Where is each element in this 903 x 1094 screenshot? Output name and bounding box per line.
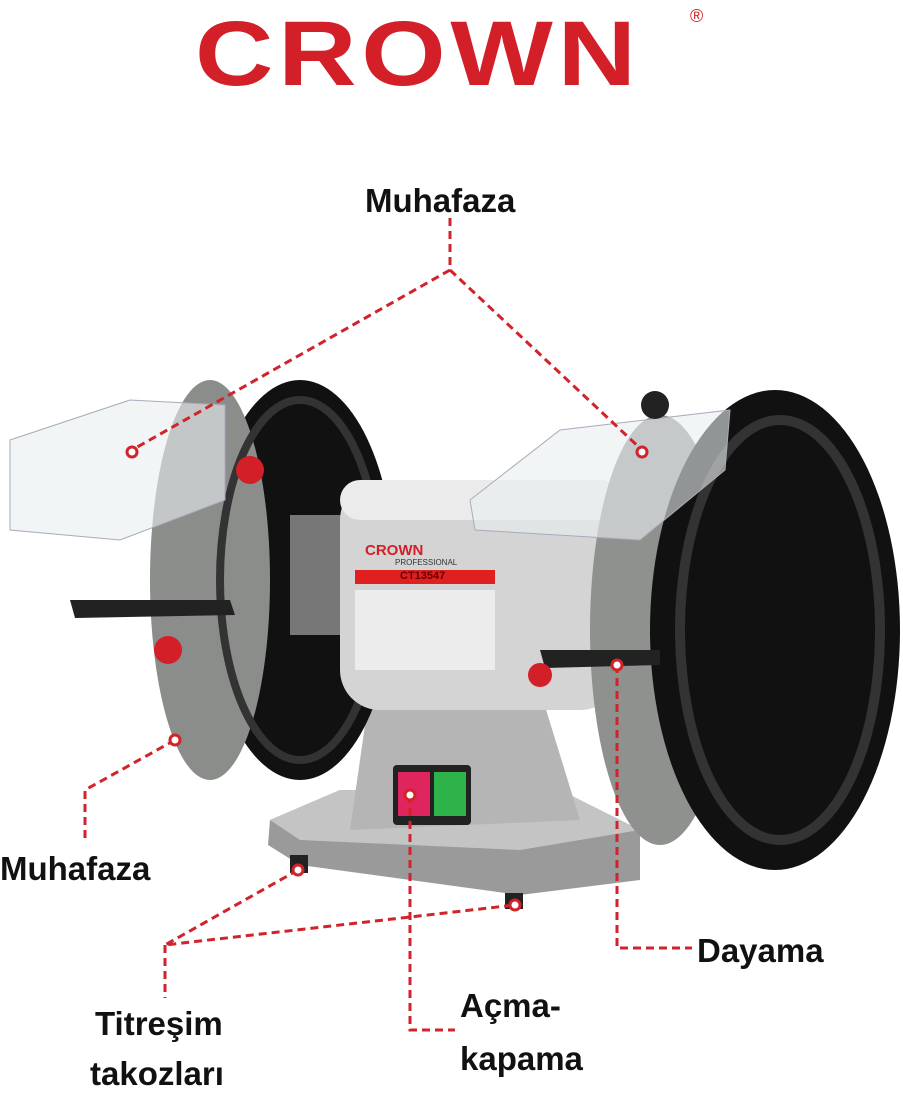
- callout-guard-left: Muhafaza: [0, 850, 151, 887]
- label-sub: PROFESSIONAL: [395, 558, 458, 567]
- callout-switch-line2: kapama: [460, 1040, 583, 1077]
- left-eye-shield: [9, 399, 226, 541]
- right-wheel-guard: [469, 390, 900, 870]
- callout-switch-line1: Açma-: [460, 987, 561, 1024]
- label-brand: CROWN: [365, 542, 424, 559]
- on-button: [434, 772, 466, 816]
- label-model: CT13547: [400, 570, 446, 582]
- registered-mark: ®: [690, 6, 704, 26]
- right-eye-shield: [469, 409, 731, 541]
- right-tool-rest: [540, 650, 660, 668]
- power-switch: [393, 765, 471, 825]
- callout-tool-rest: Dayama: [697, 932, 824, 969]
- model-band: [355, 570, 495, 584]
- callout-feet-line2: takozları: [90, 1055, 224, 1092]
- crown-logo: CROWN: [195, 3, 641, 105]
- callout-feet-line1: Titreşim: [95, 1005, 223, 1042]
- left-tool-rest: [70, 600, 235, 618]
- callout-guard-top: Muhafaza: [365, 182, 516, 219]
- callout-lines: [83, 218, 692, 1032]
- callout-dots: [125, 445, 649, 912]
